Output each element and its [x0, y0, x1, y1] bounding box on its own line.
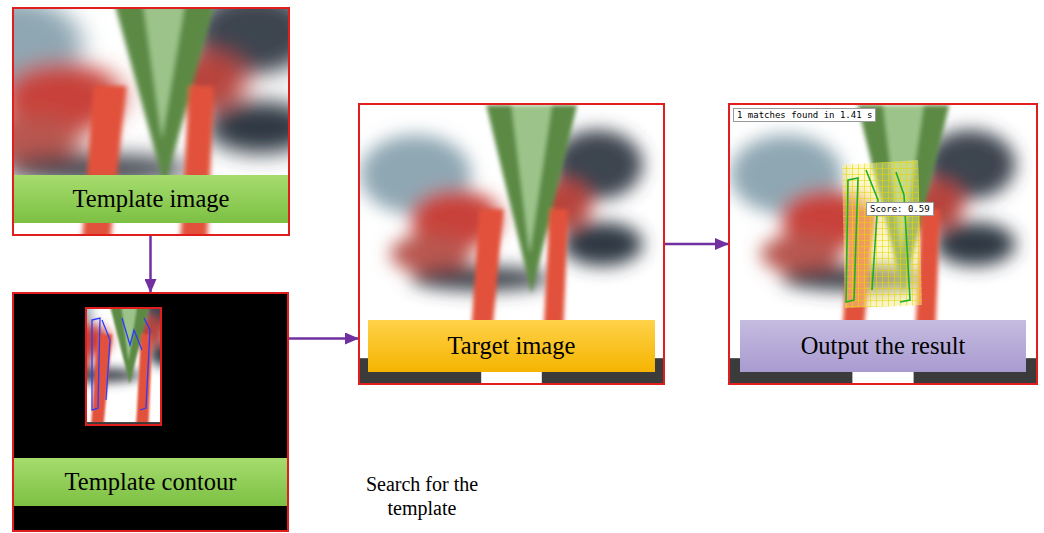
status-text: 1 matches found in 1.41 s	[733, 108, 876, 122]
edge-label: Search for the template	[332, 472, 512, 520]
panel-label: Template contour	[14, 458, 287, 506]
panel-label: Target image	[368, 320, 655, 372]
image-panel: Target image	[358, 103, 665, 385]
flow-arrow	[149, 236, 152, 292]
score-text: Score: 0.59	[866, 202, 934, 216]
image-panel: Output the result	[728, 103, 1038, 385]
image-panel: Template image	[12, 7, 290, 236]
flow-arrow	[665, 243, 728, 246]
image-panel: Template contour	[12, 292, 289, 532]
panel-label: Template image	[14, 175, 288, 223]
flow-arrow	[289, 337, 358, 340]
panel-label: Output the result	[740, 320, 1026, 372]
